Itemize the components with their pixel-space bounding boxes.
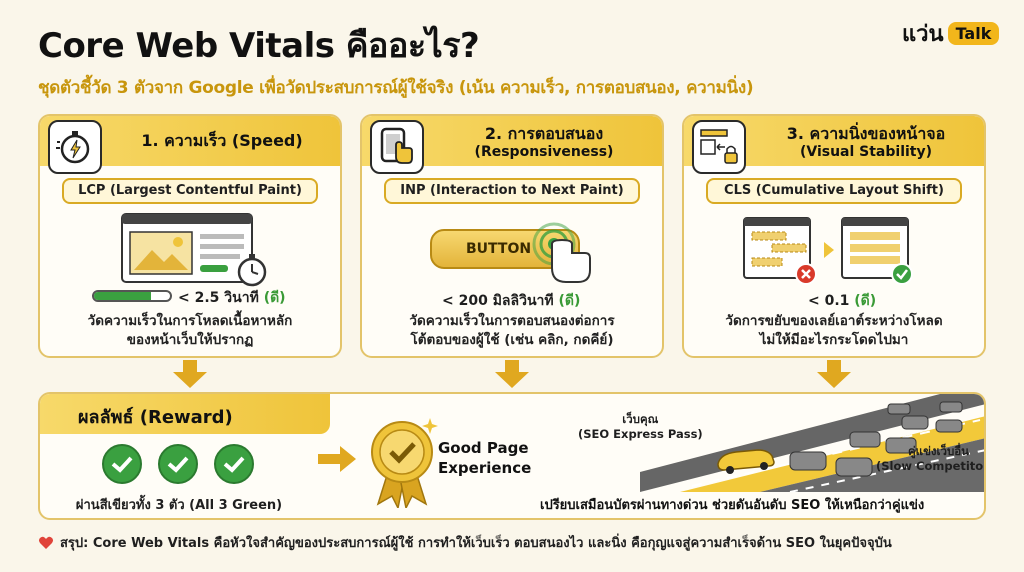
stopwatch-icon	[48, 120, 102, 174]
threshold-text: < 2.5 วินาที (ดี)	[178, 290, 286, 306]
competitor-label: คู่แข่งเว็บอื่น (Slow Competitors)	[876, 444, 984, 473]
threshold-text: < 0.1 (ดี)	[808, 293, 877, 309]
metric-label: CLS (Cumulative Layout Shift)	[706, 178, 962, 204]
layout-shift-illustration	[743, 217, 913, 285]
arrow-right-icon	[318, 446, 356, 472]
page-title: Core Web Vitals คืออะไร?	[38, 26, 480, 66]
page-subtitle: ชุดตัวชี้วัด 3 ตัวจาก Google เพื่อวัดประ…	[38, 78, 754, 98]
lcp-progress-bar	[92, 290, 172, 302]
reward-header	[40, 394, 330, 434]
card-speed: 1. ความเร็ว (Speed) LCP (Largest Content…	[38, 114, 342, 358]
fast-car-icon	[717, 449, 775, 474]
timer-icon	[237, 254, 267, 287]
card-description: วัดการขยับของเลย์เอาต์ระหว่างโหลด ไม่ให้…	[725, 313, 943, 348]
check-group	[102, 444, 254, 484]
good-page-experience-label: Good Page Experience	[438, 439, 532, 477]
metric-label: LCP (Largest Contentful Paint)	[62, 178, 318, 204]
brand-logo: แว่น Talk	[902, 16, 1000, 51]
check-icon	[214, 444, 254, 484]
card-title: 1. ความเร็ว (Speed)	[141, 131, 303, 150]
comparison-text: เปรียบเสมือนบัตรผ่านทางด่วน ช่วยดันอันดั…	[540, 498, 925, 513]
tap-hand-icon	[370, 120, 424, 174]
summary-text: สรุป: Core Web Vitals คือหัวใจสำคัญของปร…	[60, 536, 892, 551]
card-title: 2. การตอบสนอง (Responsiveness)	[474, 124, 614, 160]
unstable-layout	[743, 217, 817, 285]
card-visual-stability: 3. ความนิ่งของหน้าจอ (Visual Stability) …	[682, 114, 986, 358]
your-site-label: เว็บคุณ (SEO Express Pass)	[578, 412, 703, 441]
stable-layout	[841, 217, 913, 285]
threshold-text: < 200 มิลลิวินาที (ดี)	[442, 293, 581, 309]
arrow-down-icon	[173, 360, 207, 388]
card-responsiveness: 2. การตอบสนอง (Responsiveness) INP (Inte…	[360, 114, 664, 358]
card-description: วัดความเร็วในการตอบสนองต่อการ โต้ตอบของผ…	[409, 313, 615, 348]
logo-badge: Talk	[947, 22, 1000, 45]
reward-title: ผลลัพธ์ (Reward)	[78, 407, 233, 428]
page-load-illustration	[121, 213, 253, 283]
arrow-down-icon	[495, 360, 529, 388]
logo-main-text: แว่น	[902, 22, 944, 47]
metric-label: INP (Interaction to Next Paint)	[384, 178, 640, 204]
arrow-down-icon	[817, 360, 851, 388]
lcp-progress-fill	[94, 292, 151, 300]
highway-illustration	[640, 394, 984, 492]
summary-footer: สรุป: Core Web Vitals คือหัวใจสำคัญของปร…	[38, 532, 998, 553]
check-icon	[102, 444, 142, 484]
heart-icon	[39, 536, 53, 549]
layout-lock-icon	[692, 120, 746, 174]
award-badge-icon	[371, 418, 438, 508]
slow-cars	[789, 401, 963, 477]
reward-panel: ผลลัพธ์ (Reward) ผ่านสีเขียวทั้ง 3 ตัว (…	[38, 392, 986, 520]
card-title: 3. ความนิ่งของหน้าจอ (Visual Stability)	[786, 124, 946, 160]
check-icon	[158, 444, 198, 484]
card-description: วัดความเร็วในการโหลดเนื้อหาหลัก ของหน้าเ…	[87, 313, 293, 348]
pointer-hand-icon	[532, 222, 591, 283]
all-green-text: ผ่านสีเขียวทั้ง 3 ตัว (All 3 Green)	[75, 498, 283, 513]
